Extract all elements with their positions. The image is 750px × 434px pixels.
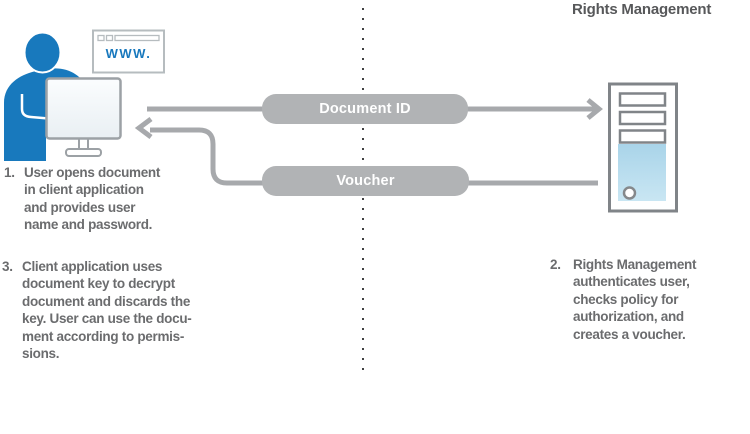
step-3-number: 3. [2,259,13,274]
step-2-text: Rights Management authenticates user, ch… [573,257,697,342]
server-slot-3 [618,129,667,144]
voucher-pill-label: Voucher [336,173,395,189]
server-title: Rights Management [572,1,712,18]
step-1-text: User opens document in client applicatio… [24,165,161,233]
server-slot-2 [618,110,667,126]
browser-window-icon [92,29,165,74]
step-3-text: Client application uses document key to … [22,259,192,362]
user-head [23,31,62,74]
monitor-base [65,148,102,157]
step-3: 3. Client application uses document key … [2,258,192,362]
voucher-arrow-return-path [150,127,263,186]
document-id-pill: Document ID [262,94,468,124]
voucher-pill: Voucher [262,166,469,196]
document-id-arrow [147,98,603,120]
browser-chrome-square-2 [105,34,114,42]
server-power-button [622,186,637,200]
voucher-arrow [134,117,598,186]
step-2: 2. Rights Management authenticates user,… [550,256,696,343]
document-id-pill-label: Document ID [319,101,411,117]
server-icon [608,82,678,213]
step-2-number: 2. [550,257,561,272]
monitor-icon [45,77,122,157]
browser-address-bar [114,34,160,42]
user-arm-outline [20,94,61,121]
step-1-number: 1. [4,165,15,180]
browser-chrome-square-1 [97,34,105,42]
monitor-screen [45,77,122,140]
server-slot-1 [618,92,667,107]
voucher-arrowhead-left-icon [134,117,153,139]
step-1: 1. User opens document in client applica… [4,164,160,234]
browser-www-label: WWW. [105,46,152,61]
document-id-arrowhead-right-icon [586,98,603,120]
